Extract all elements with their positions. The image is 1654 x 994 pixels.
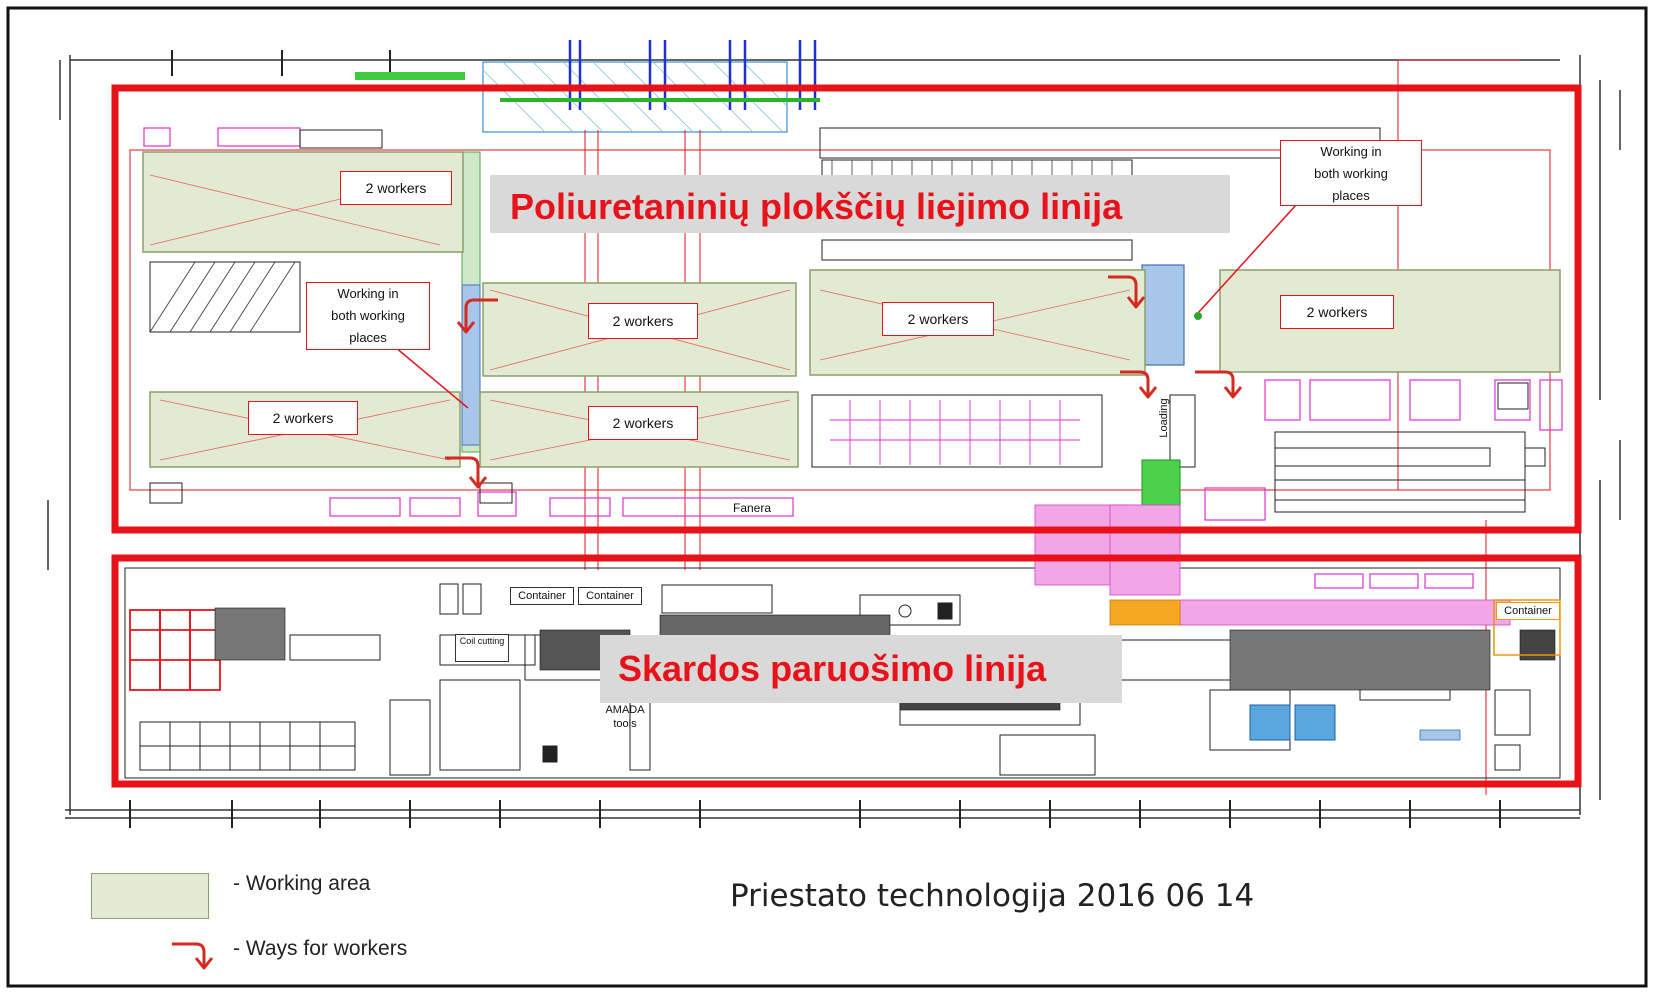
pink-racks — [1034, 504, 1511, 626]
loading-strip — [1141, 264, 1185, 366]
workers-label-4: 2 workers — [1280, 295, 1394, 329]
legend-working-area-label: - Working area — [233, 872, 371, 895]
amada-tools-label: AMADA tools — [605, 704, 645, 730]
working-areas — [142, 151, 1561, 468]
legend-arrow-icon — [172, 942, 214, 970]
legend-ways-label: - Ways for workers — [233, 937, 408, 960]
orange-rack — [1109, 599, 1181, 626]
pointer-dot — [1194, 312, 1202, 320]
zone-upper-border — [111, 84, 1582, 534]
magenta-conveyor — [830, 400, 1080, 465]
blue-machinery — [1249, 704, 1336, 741]
orange-container — [1493, 599, 1561, 656]
workers-label-6: 2 workers — [588, 406, 698, 440]
page-caption: Priestato technologija 2016 06 14 — [730, 878, 1255, 914]
callout-pointers — [394, 204, 1297, 409]
workers-label-1: 2 workers — [340, 171, 452, 205]
zone-lower-border — [111, 554, 1582, 788]
legend-working-area-swatch — [91, 873, 209, 919]
callout-line: places — [349, 330, 387, 345]
workers-label-3: 2 workers — [882, 302, 994, 336]
way-arrow-5 — [1195, 370, 1243, 399]
way-arrow-2 — [445, 456, 488, 489]
callout-shared-workplace-left: Working in both working places — [306, 282, 430, 350]
callout-shared-workplace-right: Working in both working places — [1280, 140, 1422, 206]
way-arrow-4 — [1120, 370, 1158, 399]
top-equipment — [355, 40, 820, 133]
workers-label-5: 2 workers — [248, 401, 358, 435]
way-arrow-3 — [1108, 275, 1146, 309]
blue-strip — [1419, 729, 1461, 741]
way-arrow-1 — [456, 298, 498, 334]
coil-cutting-label: Coil cutting — [455, 634, 509, 662]
container-label-2: Container — [578, 587, 642, 605]
callout-line: Working in — [337, 286, 399, 301]
loading-label: Loading — [1158, 398, 1170, 438]
callout-line: both working — [1314, 166, 1388, 181]
container-label-1: Container — [510, 587, 574, 605]
column-ticks — [129, 50, 1501, 828]
ways-for-workers-arrows — [445, 275, 1243, 489]
red-racks — [129, 609, 221, 691]
callout-line: places — [1332, 188, 1370, 203]
container-label-3: Container — [1496, 602, 1560, 620]
zone-label-lower: Skardos paruošimo linija — [600, 635, 1122, 703]
callout-line: both working — [331, 308, 405, 323]
callout-line: Working in — [1320, 144, 1382, 159]
workers-label-2: 2 workers — [588, 303, 698, 339]
zone-label-upper: Poliuretaninių plokščių liejimo linija — [490, 175, 1230, 233]
fanera-label: Fanera — [732, 501, 772, 515]
